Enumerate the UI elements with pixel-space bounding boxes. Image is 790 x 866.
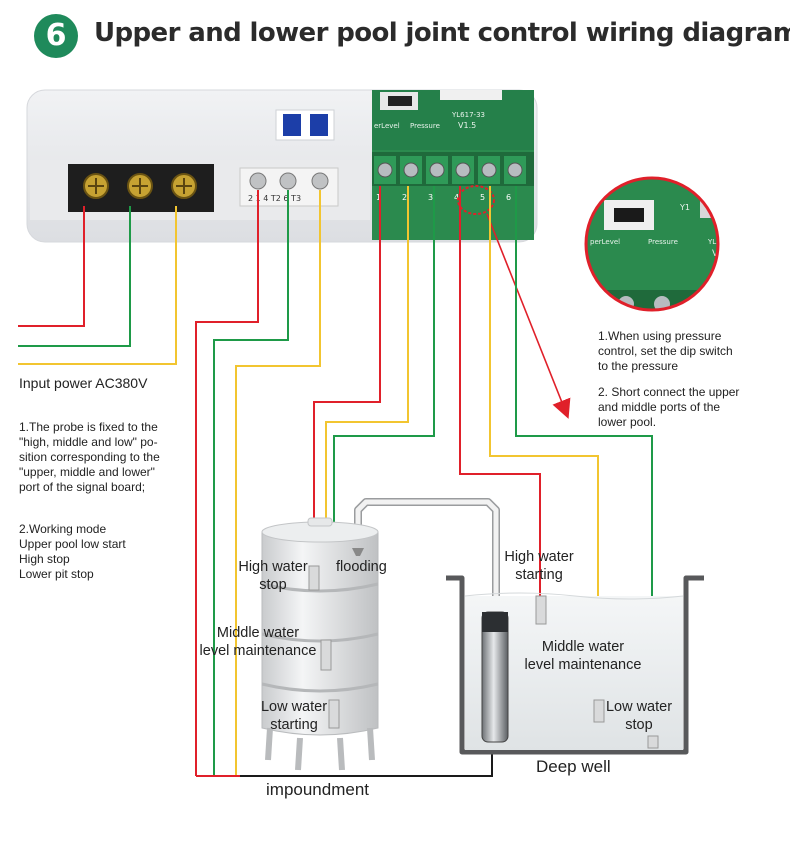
lower-well-wires [459,186,653,736]
low-water-starting-label: Low water starting [260,699,328,733]
svg-text:3: 3 [428,193,433,202]
control-box: 2 1 4 T2 6 T3 erLevel Pressure YL617-33 … [26,89,538,243]
board-model-label: YL617-33 [451,111,485,119]
svg-text:2: 2 [402,193,407,202]
step-number-badge: 6 [34,14,78,58]
board-version-label: V1.5 [458,121,476,130]
jumper-highlight [457,185,495,215]
power-input-wires [18,206,177,365]
svg-text:6: 6 [506,193,511,202]
left-note-2: 2.Working mode Upper pool low start High… [19,522,126,581]
board-terminal-screws [374,156,526,184]
right-note-2: 2. Short connect the upper and middle po… [598,385,740,429]
board-port-numbers: 1 2 3 4 5 6 [376,193,511,202]
power-terminal-screws [83,173,197,199]
flooding-label: flooding [336,559,387,575]
well-middle-water-label: Middle water level maintenance [524,639,642,673]
page-title: Upper and lower pool joint control wirin… [94,18,790,48]
deep-well-label: Deep well [536,757,611,776]
right-note-1: 1.When using pressure control, set the d… [598,329,733,373]
deep-well [446,575,704,755]
zoom-y1-label: Y1 [679,203,690,212]
zoom-level-label: perLevel [590,238,620,246]
water-pipe [354,498,500,612]
high-water-stop-label: High water stop [238,559,308,593]
callout-arrow [486,213,571,419]
water-tank [261,517,379,771]
board-level-label: erLevel [374,122,400,130]
svg-text:5: 5 [480,193,485,202]
impoundment-label: impoundment [266,780,370,799]
middle-water-label: Middle water level maintenance [199,625,317,659]
well-high-water-label: High water starting [504,549,574,583]
svg-text:1: 1 [376,193,381,202]
input-power-label: Input power AC380V [19,375,148,391]
well-low-water-label: Low water stop [605,699,673,733]
zoom-version-label: V1 [712,249,724,259]
zoom-model-label: YL617 [707,238,730,246]
zoom-pressure-label: Pressure [648,238,678,246]
board-pressure-label: Pressure [410,122,440,130]
zoom-callout: Y1 perLevel Pressure YL617 V1 [584,176,730,312]
svg-text:4: 4 [454,193,459,202]
terminal-labels: 2 1 4 T2 6 T3 [248,194,301,203]
left-note-1: 1.The probe is fixed to the "high, middl… [19,420,160,494]
